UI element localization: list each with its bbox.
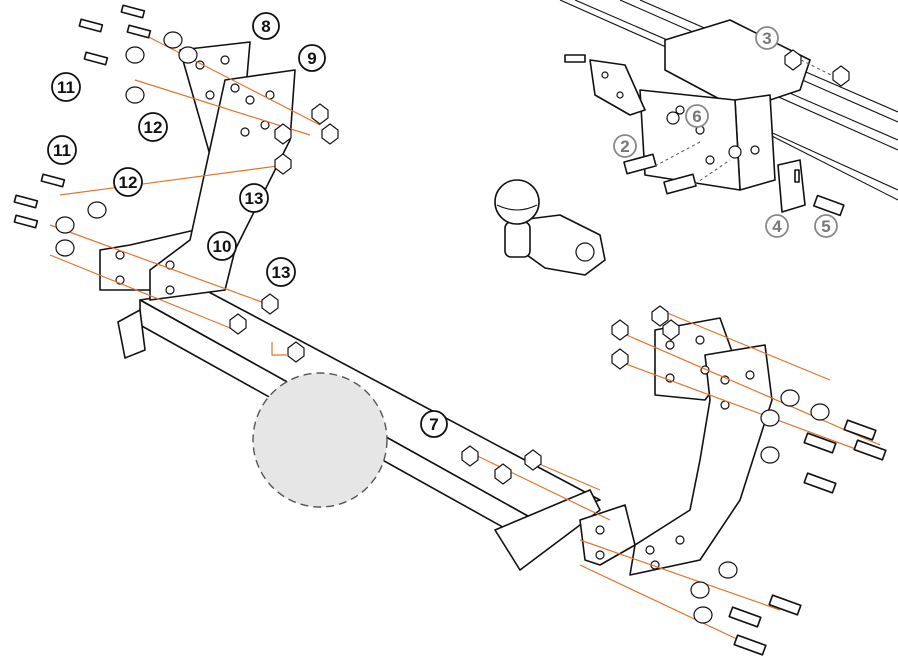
callout-11-bottom: 11 bbox=[47, 135, 77, 165]
callout-8-label: 8 bbox=[261, 17, 270, 36]
callout-3: 3 bbox=[755, 26, 779, 50]
callout-5-label: 5 bbox=[821, 217, 830, 236]
hidden-zone bbox=[252, 372, 388, 508]
right-fixings bbox=[461, 305, 887, 656]
left-fixings bbox=[13, 4, 339, 363]
callout-12-top-label: 12 bbox=[144, 118, 163, 137]
right-brackets bbox=[464, 309, 881, 651]
chassis-fixing-parts bbox=[564, 49, 850, 217]
callout-7-label: 7 bbox=[429, 415, 438, 434]
callout-9-label: 9 bbox=[307, 49, 316, 68]
callout-12-top: 12 bbox=[138, 112, 168, 142]
callout-2: 2 bbox=[613, 134, 637, 158]
callout-11-bottom-label: 11 bbox=[53, 141, 71, 160]
callout-13-top: 13 bbox=[239, 183, 269, 213]
callout-6: 6 bbox=[685, 104, 709, 128]
callout-11-top: 11 bbox=[51, 72, 81, 102]
callout-3-label: 3 bbox=[762, 29, 771, 48]
callout-4: 4 bbox=[765, 214, 789, 238]
callout-5: 5 bbox=[814, 214, 838, 238]
chassis-rail bbox=[559, 0, 898, 201]
callout-9: 9 bbox=[298, 44, 326, 72]
callout-7: 7 bbox=[420, 410, 448, 438]
callout-13-bottom-label: 13 bbox=[272, 263, 291, 282]
callout-12-bottom-label: 12 bbox=[119, 173, 138, 192]
callout-11-top-label: 11 bbox=[57, 78, 75, 97]
callout-10-label: 10 bbox=[213, 237, 232, 256]
tow-ball bbox=[494, 179, 606, 276]
callout-2-label: 2 bbox=[620, 137, 629, 156]
callout-13-bottom: 13 bbox=[266, 257, 296, 287]
callout-6-label: 6 bbox=[692, 107, 701, 126]
callout-8: 8 bbox=[252, 12, 280, 40]
callout-10: 10 bbox=[207, 231, 237, 261]
callout-12-bottom: 12 bbox=[113, 167, 143, 197]
callout-4-label: 4 bbox=[772, 217, 782, 236]
callout-13-top-label: 13 bbox=[245, 189, 264, 208]
left-brackets bbox=[49, 29, 321, 331]
